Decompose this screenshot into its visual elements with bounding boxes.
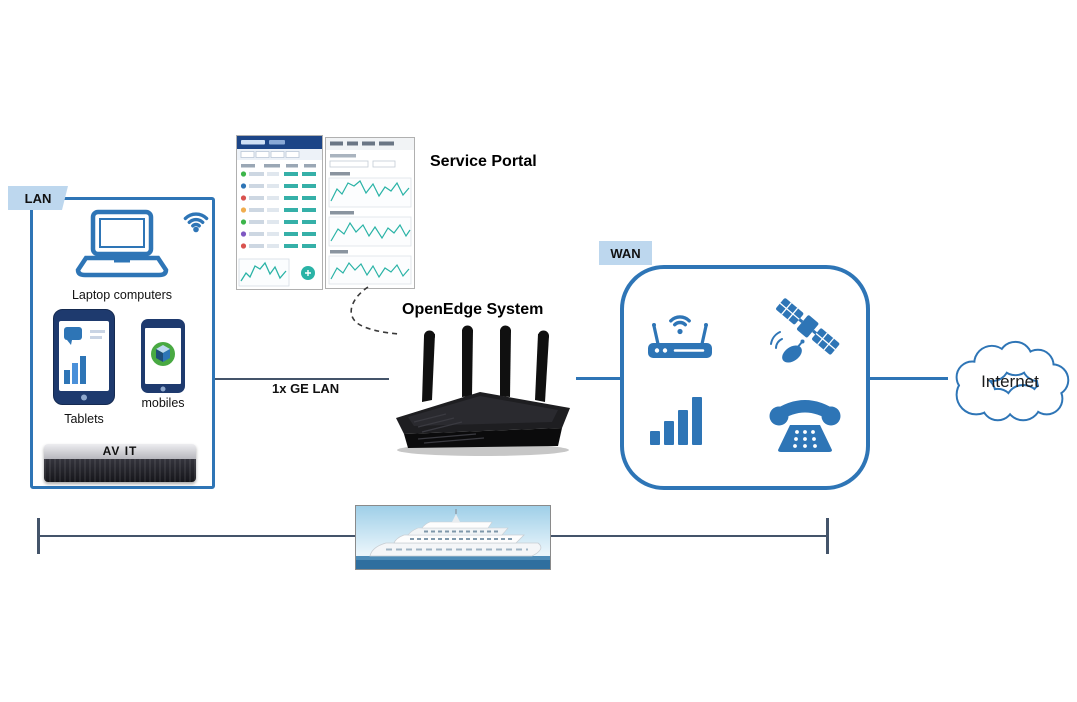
av-device-front-panel [44, 459, 196, 482]
signal-bars-icon [650, 397, 702, 445]
yacht-image [355, 505, 551, 570]
service-portal-title: Service Portal [430, 153, 537, 170]
lan-label: LAN [8, 186, 68, 210]
wireless-router-icon [648, 315, 712, 358]
internet-cloud [955, 340, 1070, 422]
av-media-device: AV IT [44, 444, 196, 482]
mobiles-label: mobiles [141, 396, 185, 410]
wifi-icon [183, 212, 209, 233]
wan-label: WAN [599, 241, 652, 265]
tablet-icon [53, 309, 115, 405]
portal-to-router-dashed-connector [350, 286, 401, 335]
laptop-label: Laptop computers [71, 288, 173, 302]
internet-label: Internet [981, 372, 1039, 391]
yacht-illustration [356, 506, 550, 569]
portal-screenshot-overview [236, 135, 323, 290]
openedge-router-image [396, 325, 570, 456]
telephone-icon [769, 400, 841, 452]
lan-group-box [30, 197, 215, 489]
satellite-icon [770, 298, 840, 363]
wan-group-box [620, 265, 870, 490]
laptop-icon [75, 209, 169, 278]
mobile-icon [141, 319, 185, 393]
portal-screenshot-charts [325, 137, 415, 289]
openedge-system-title: OpenEdge System [402, 301, 544, 318]
openedge-to-wan-link [576, 377, 620, 380]
ge-lan-link-label: 1x GE LAN [272, 381, 340, 396]
extent-tick-left [37, 518, 40, 554]
tablets-label: Tablets [64, 412, 104, 426]
extent-tick-right [826, 518, 829, 554]
av-device-label: AV IT [44, 444, 196, 459]
wan-to-internet-link [870, 377, 948, 380]
lan-to-openedge-link [215, 378, 389, 380]
